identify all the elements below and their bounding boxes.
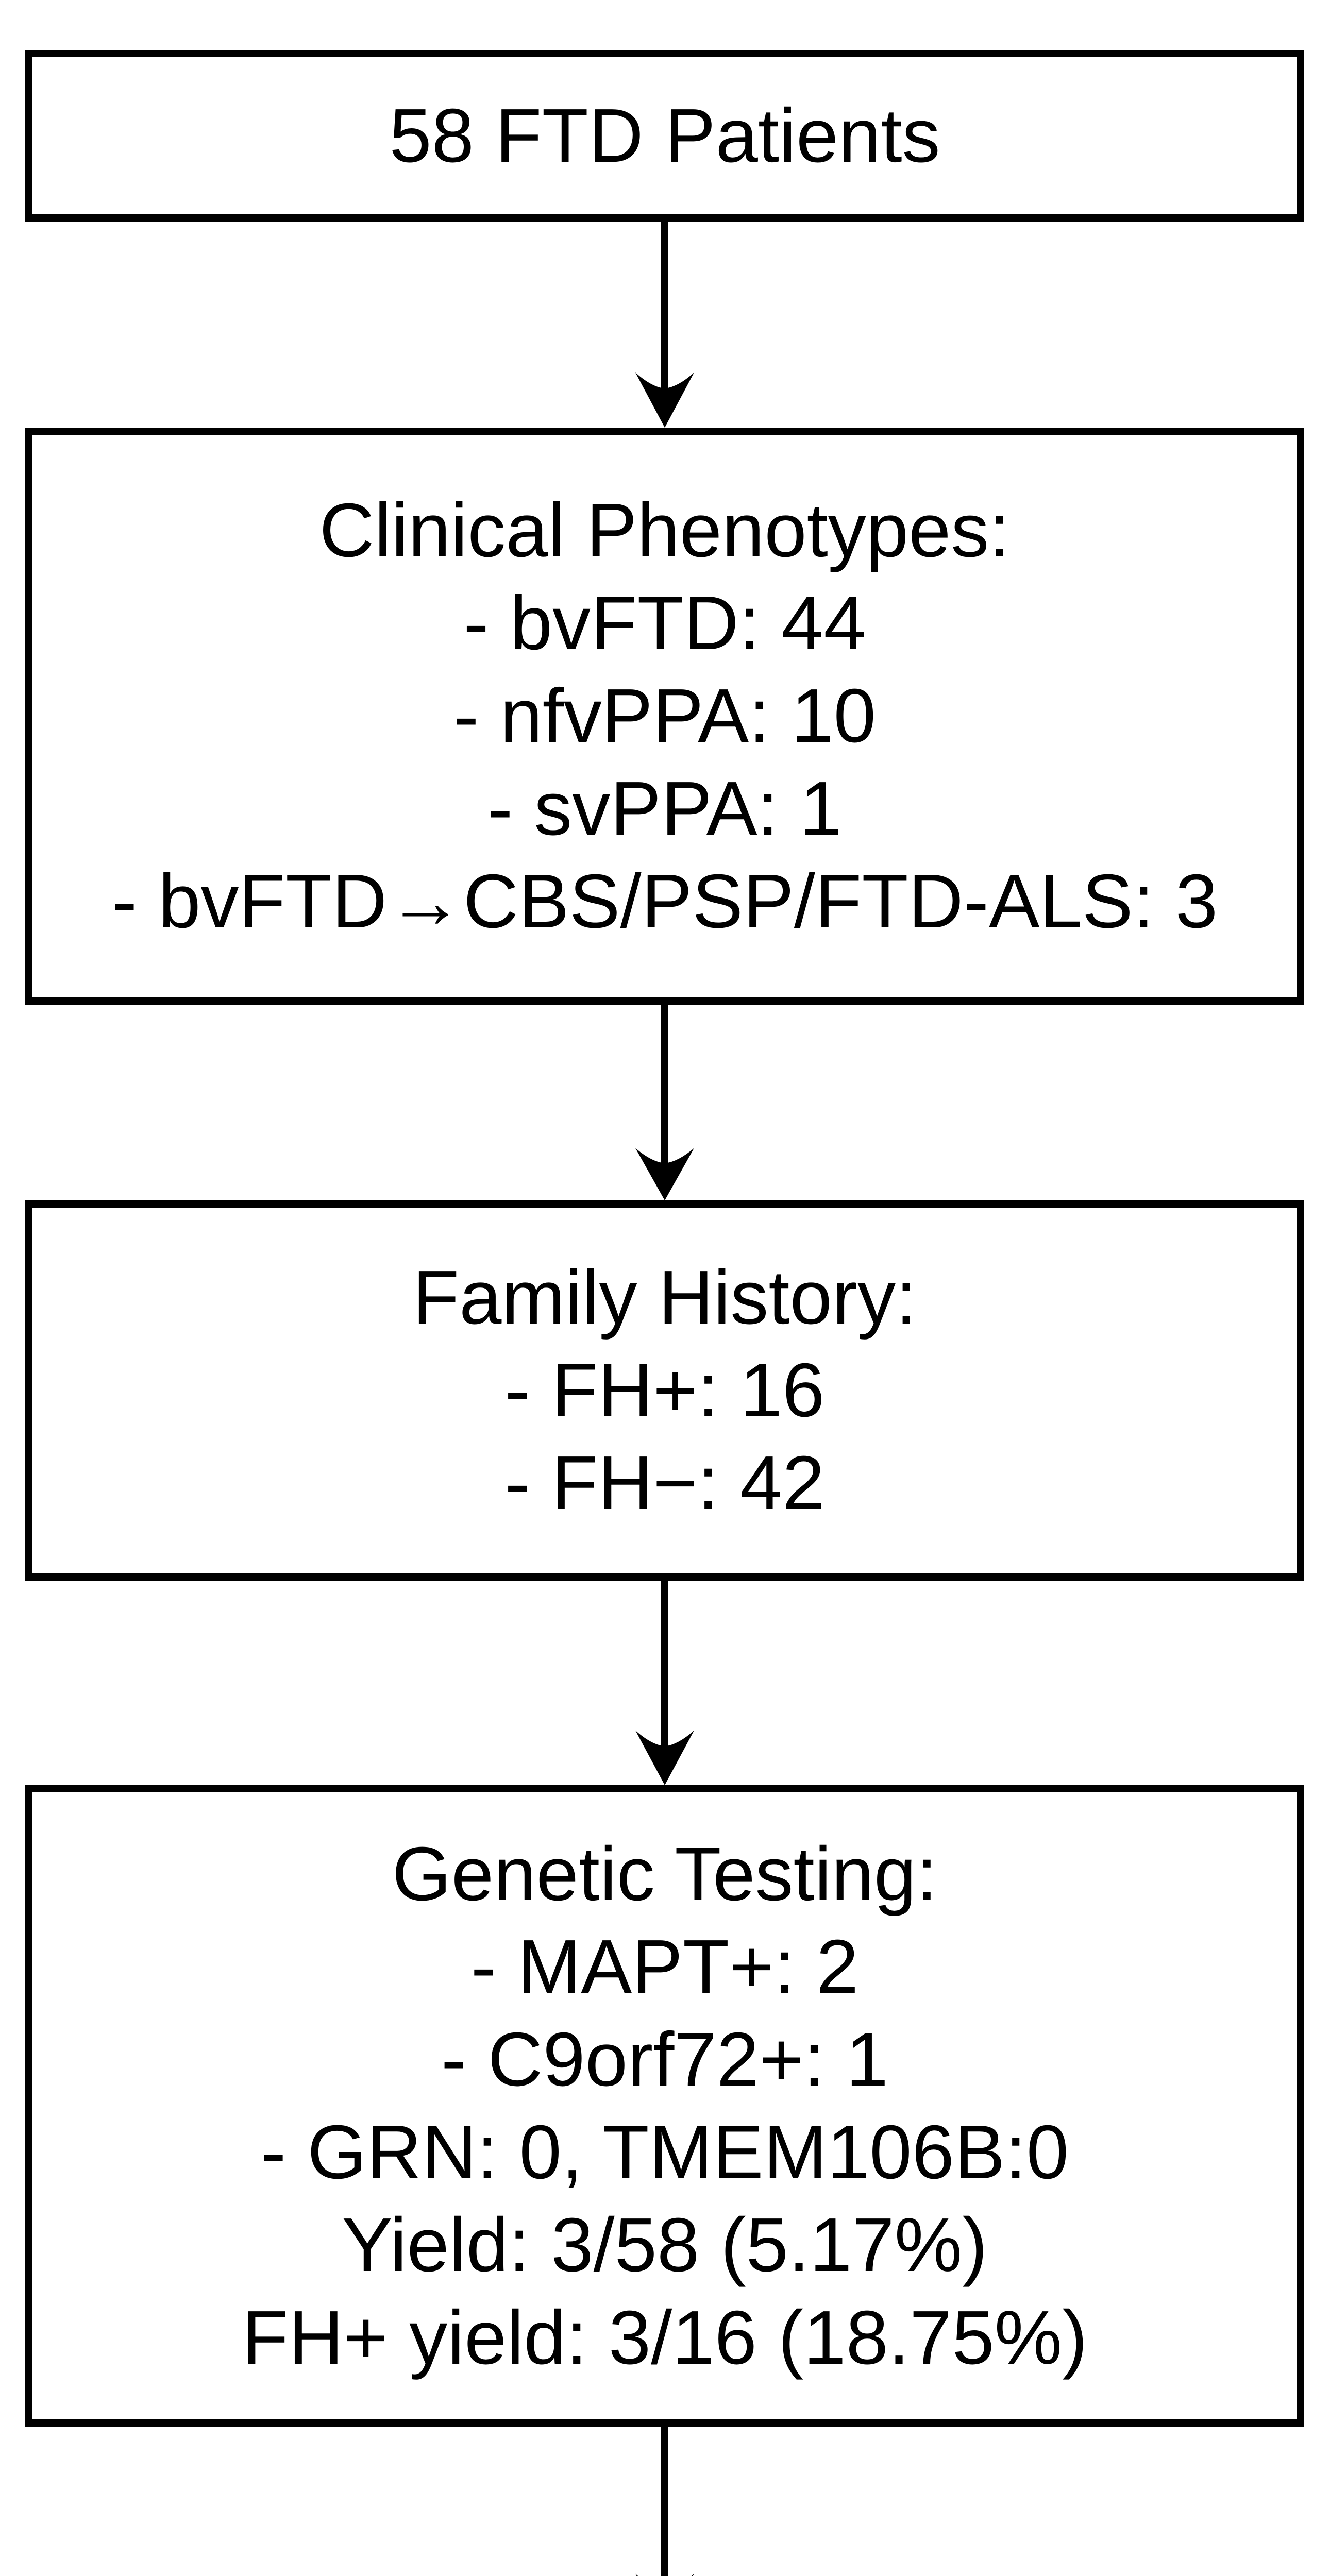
phenotype-bvftd-cbs-psp-ftd-als: - bvFTD→CBS/PSP/FTD-ALS: 3 <box>111 859 1218 944</box>
genetic-c9orf72: - C9orf72+: 1 <box>441 2016 888 2102</box>
box-family-history: Family History: - FH+: 16 - FH−: 42 <box>25 1200 1304 1581</box>
genetic-mapt: - MAPT+: 2 <box>470 1924 859 2009</box>
down-arrow-icon <box>635 2427 694 2576</box>
box-clinical-phenotypes-title: Clinical Phenotypes: <box>319 488 1011 573</box>
genetic-grn-tmem106b: - GRN: 0, TMEM106B:0 <box>260 2109 1069 2195</box>
family-history-positive: - FH+: 16 <box>504 1348 825 1433</box>
genetic-yield: Yield: 3/58 (5.17%) <box>342 2202 988 2287</box>
box-genetic-testing: Genetic Testing: - MAPT+: 2 - C9orf72+: … <box>25 1785 1304 2427</box>
box-genetic-testing-title: Genetic Testing: <box>392 1831 938 1917</box>
box-ftd-patients: 58 FTD Patients <box>25 50 1304 222</box>
box-clinical-phenotypes: Clinical Phenotypes: - bvFTD: 44 - nfvPP… <box>25 428 1304 1005</box>
down-arrow-icon <box>635 1005 694 1200</box>
down-arrow-icon <box>635 1581 694 1785</box>
flowchart-stack: 58 FTD Patients Clinical Phenotypes: - b… <box>25 50 1304 2576</box>
box-family-history-title: Family History: <box>412 1255 917 1340</box>
down-arrow-icon <box>635 222 694 428</box>
family-history-negative: - FH−: 42 <box>504 1440 825 1526</box>
phenotype-bvftd: - bvFTD: 44 <box>463 581 866 666</box>
genetic-fh-positive-yield: FH+ yield: 3/16 (18.75%) <box>242 2295 1088 2380</box>
phenotype-svppa: - svPPA: 1 <box>487 766 843 851</box>
box-ftd-patients-title: 58 FTD Patients <box>389 93 940 178</box>
phenotype-nfvppa: - nfvPPA: 10 <box>453 673 876 758</box>
